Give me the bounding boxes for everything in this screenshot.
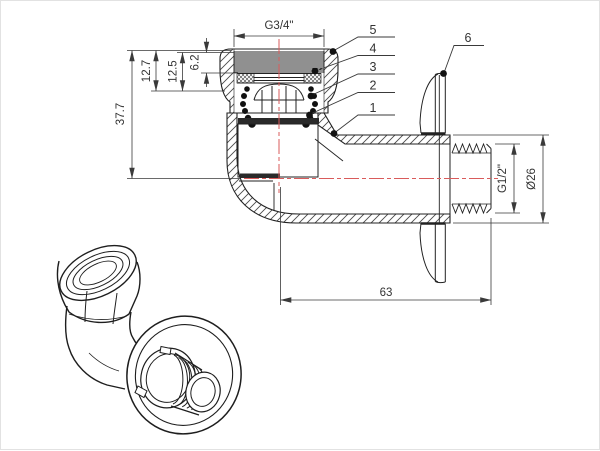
dim-left-stack: 37.7 12.7 12.5 6.2 (115, 38, 239, 179)
nut-left-wall-hatch (219, 48, 235, 114)
dim-top-thread: G3/4" (233, 20, 325, 47)
dim-outlet-diameter-label: Ø26 (526, 168, 538, 190)
top-wall-hatch (317, 112, 451, 145)
dim-thread-engagement-label: 6.2 (190, 55, 202, 71)
callout-3-label: 3 (370, 60, 377, 74)
union-nut-section (219, 48, 339, 114)
callout-3: 3 (307, 60, 395, 100)
part-callouts: 5 4 3 2 1 6 (306, 23, 484, 137)
callout-1: 1 (330, 101, 395, 137)
callout-2-label: 2 (370, 79, 377, 93)
dim-nut-height-label: 12.7 (141, 60, 153, 82)
dim-outlet-thread-label: G1/2" (497, 164, 509, 193)
iso-collar (134, 345, 196, 409)
dimensions: G3/4" 37.7 12.7 12.5 6.2 G1/2" Ø26 (115, 20, 549, 305)
callout-4: 4 (311, 42, 395, 75)
iso-union-nut (56, 244, 141, 325)
nut-right-wall-hatch (323, 48, 339, 114)
dim-length: 63 (280, 187, 492, 305)
callout-2: 2 (306, 79, 395, 119)
dim-right-stack: G1/2" Ø26 (453, 134, 549, 224)
callout-1-label: 1 (370, 101, 377, 115)
callout-5-label: 5 (370, 23, 377, 37)
dim-top-thread-label: G3/4" (264, 20, 293, 32)
section-view (219, 48, 492, 284)
iso-male-thread (170, 352, 221, 416)
callout-6-label: 6 (465, 31, 472, 45)
dim-total-height-label: 37.7 (115, 103, 127, 125)
callout-4-label: 4 (370, 42, 377, 56)
isometric-view (56, 244, 242, 435)
wall-flange-section (419, 72, 446, 284)
callout-6: 6 (440, 31, 484, 77)
centerlines (244, 39, 498, 193)
callout-5: 5 (329, 23, 395, 55)
dim-nut-depth-label: 12.5 (168, 60, 180, 82)
dim-body-length-label: 63 (380, 287, 393, 299)
